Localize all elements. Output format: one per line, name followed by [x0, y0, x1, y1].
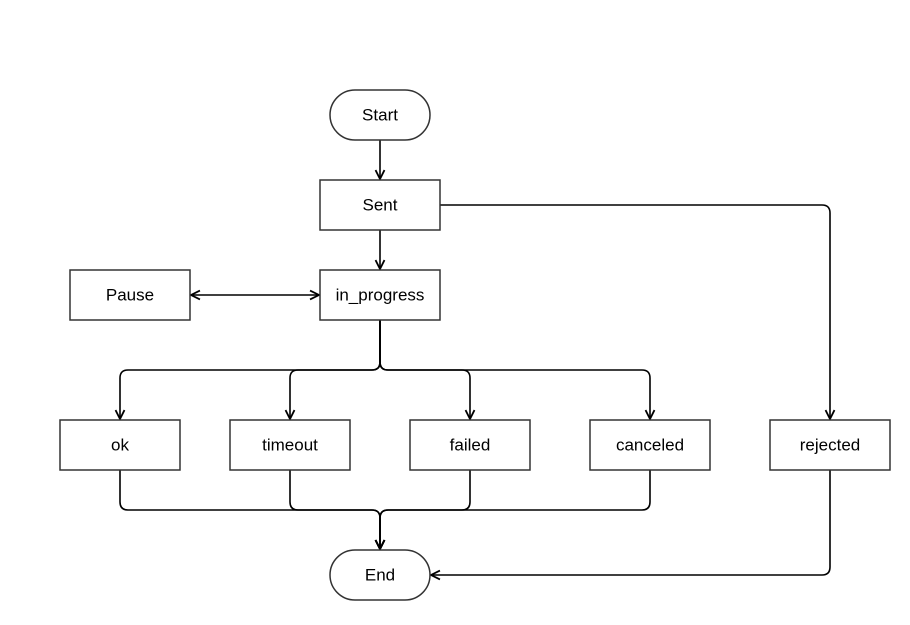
- node-start-label: Start: [362, 106, 398, 125]
- node-ok-label: ok: [111, 436, 129, 455]
- node-failed: failed: [409, 419, 531, 471]
- node-canceled: canceled: [589, 419, 711, 471]
- edge-timeout-end: [289, 470, 380, 549]
- node-rejected-label: rejected: [800, 436, 860, 455]
- node-pause-shape: [69, 269, 191, 321]
- edge-in-progress-canceled: [379, 320, 650, 419]
- node-timeout-label: timeout: [262, 436, 318, 455]
- node-start: Start: [329, 89, 431, 141]
- node-pause-label: Pause: [106, 286, 154, 305]
- node-canceled-label: canceled: [616, 436, 684, 455]
- node-in-progress-shape: [319, 269, 441, 321]
- node-failed-shape: [409, 419, 531, 471]
- node-rejected: rejected: [769, 419, 891, 471]
- node-in-progress: in_progress: [319, 269, 441, 321]
- node-canceled-shape: [589, 419, 711, 471]
- node-rejected-shape: [769, 419, 891, 471]
- node-pause: Pause: [69, 269, 191, 321]
- node-sent-shape: [319, 179, 441, 231]
- edge-canceled-end: [380, 470, 651, 549]
- node-end: End: [329, 549, 431, 601]
- node-timeout: timeout: [229, 419, 351, 471]
- node-failed-label: failed: [450, 436, 491, 455]
- edge-sent-rejected: [440, 204, 830, 419]
- node-end-shape: [329, 549, 431, 601]
- edge-in-progress-timeout: [290, 320, 381, 419]
- node-start-shape: [329, 89, 431, 141]
- node-ok-shape: [59, 419, 181, 471]
- node-sent: Sent: [319, 179, 441, 231]
- edge-rejected-end: [431, 470, 831, 575]
- node-ok: ok: [59, 419, 181, 471]
- node-sent-label: Sent: [363, 196, 398, 215]
- node-timeout-shape: [229, 419, 351, 471]
- node-in-progress-label: in_progress: [336, 286, 425, 305]
- edges: [120, 140, 830, 575]
- node-end-label: End: [365, 566, 395, 585]
